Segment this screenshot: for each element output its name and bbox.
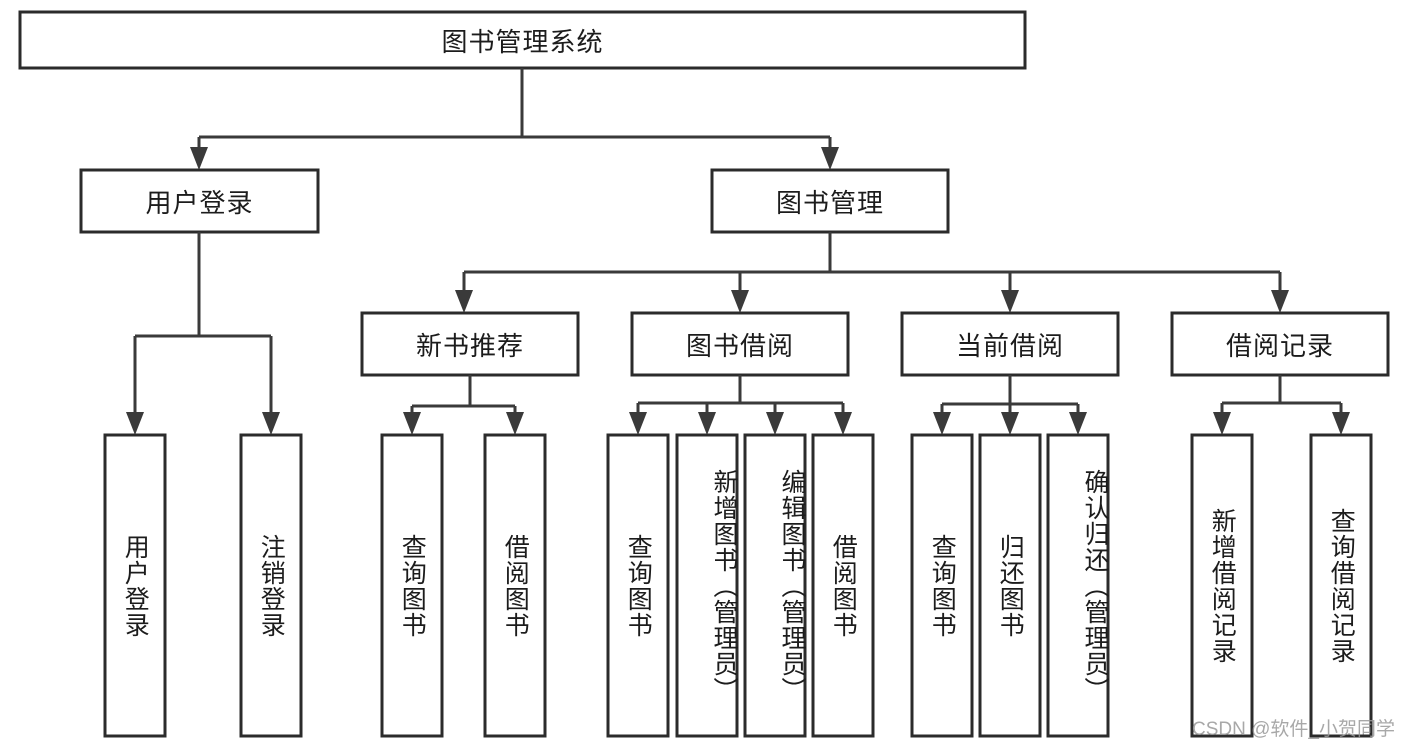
- leaf-query-record-box[interactable]: [1309, 433, 1373, 738]
- arrow-to-leaf-query-book-1-icon: [403, 412, 421, 435]
- book-borrow-box[interactable]: [630, 311, 850, 377]
- leaf-add-record-box[interactable]: [1190, 433, 1254, 738]
- arrow-to-leaf-add-book-icon: [698, 412, 716, 435]
- arrow-to-leaf-confirm-return-icon: [1069, 412, 1087, 435]
- arrow-to-leaf-query-book-3-icon: [933, 412, 951, 435]
- node-user-login[interactable]: [79, 168, 320, 234]
- leaf-logout-box[interactable]: [239, 433, 303, 738]
- leaf-user-login-box[interactable]: [103, 433, 167, 738]
- edge-root-to-level2: [190, 68, 839, 170]
- arrow-to-user-login-icon: [190, 147, 208, 170]
- leaf-borrow-book-2-box[interactable]: [811, 433, 875, 738]
- arrow-to-new-book-rec-icon: [455, 290, 473, 313]
- node-book-manage[interactable]: [710, 168, 950, 234]
- node-book-borrow[interactable]: [630, 311, 850, 377]
- node-root[interactable]: [18, 10, 1027, 70]
- edge-current-borrow-to-leaves: [933, 375, 1087, 435]
- arrow-to-leaf-query-book-2-icon: [629, 412, 647, 435]
- leaf-borrow-book-1-box[interactable]: [483, 433, 547, 738]
- current-borrow-box[interactable]: [900, 311, 1120, 377]
- node-new-book-rec[interactable]: [360, 311, 580, 377]
- arrow-to-leaf-borrow-book-2-icon: [834, 412, 852, 435]
- leaf-return-book-box[interactable]: [978, 433, 1042, 738]
- arrow-to-leaf-add-record-icon: [1213, 412, 1231, 435]
- arrow-to-leaf-logout-icon: [262, 412, 280, 435]
- node-borrow-record[interactable]: [1170, 311, 1390, 377]
- edge-borrow-record-to-leaves: [1213, 375, 1350, 435]
- new-book-rec-box[interactable]: [360, 311, 580, 377]
- arrow-to-current-borrow-icon: [1001, 290, 1019, 313]
- leaf-query-book-1-box[interactable]: [380, 433, 444, 738]
- borrow-record-box[interactable]: [1170, 311, 1390, 377]
- edge-new-book-rec-to-leaves: [403, 375, 524, 435]
- arrow-to-book-manage-icon: [821, 147, 839, 170]
- arrow-to-book-borrow-icon: [731, 290, 749, 313]
- arrow-to-leaf-edit-book-icon: [766, 412, 784, 435]
- leaf-query-book-2-box[interactable]: [606, 433, 670, 738]
- leaf-edit-book-box[interactable]: [743, 433, 807, 738]
- node-current-borrow[interactable]: [900, 311, 1120, 377]
- leaf-add-book-box[interactable]: [675, 433, 739, 738]
- user-login-box[interactable]: [79, 168, 320, 234]
- arrow-to-leaf-query-record-icon: [1332, 412, 1350, 435]
- edge-book-borrow-to-leaves: [629, 375, 852, 435]
- arrow-to-leaf-user-login-icon: [126, 412, 144, 435]
- arrow-to-borrow-record-icon: [1271, 290, 1289, 313]
- leaf-query-book-3-box[interactable]: [910, 433, 974, 738]
- arrow-to-leaf-return-book-icon: [1001, 412, 1019, 435]
- edge-user-login-to-leaves: [126, 232, 280, 435]
- root-box[interactable]: [18, 10, 1027, 70]
- book-manage-box[interactable]: [710, 168, 950, 234]
- edge-book-manage-to-level3: [455, 232, 1289, 313]
- arrow-to-leaf-borrow-book-1-icon: [506, 412, 524, 435]
- leaf-confirm-return-box[interactable]: [1046, 433, 1110, 738]
